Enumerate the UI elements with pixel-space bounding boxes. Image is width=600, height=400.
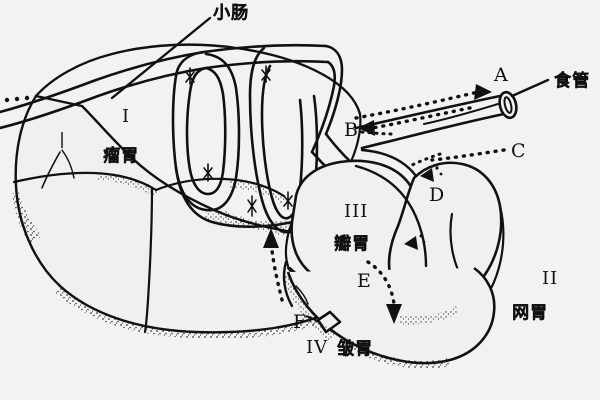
cut-edge-dots <box>4 95 30 103</box>
label-rumen: 瘤胃 <box>103 146 139 166</box>
label-omasum-numeral: III <box>344 201 369 222</box>
marker-e: E <box>357 270 371 292</box>
marker-d: D <box>429 184 445 206</box>
flow-arrow-b <box>358 106 472 136</box>
label-esophagus: 食管 <box>554 71 590 91</box>
small-intestine-leader-line <box>110 16 212 100</box>
flow-arrow-e <box>366 260 402 324</box>
label-abomasum: 皱胃 <box>337 339 373 359</box>
flow-arrow-f <box>263 228 284 302</box>
label-reticulum-numeral: II <box>542 268 559 289</box>
marker-c: C <box>511 140 526 162</box>
label-small-intestine: 小肠 <box>213 3 249 23</box>
rumen-grooves <box>12 132 286 334</box>
flow-arrow-c <box>408 148 506 168</box>
label-rumen-numeral: I <box>122 106 131 127</box>
flow-arrow-d <box>404 166 443 250</box>
label-omasum: 瓣胃 <box>334 234 370 254</box>
label-reticulum: 网胃 <box>512 303 548 323</box>
intestine-tick-marks <box>185 65 293 210</box>
surface-detail-ticks <box>247 195 309 305</box>
abomasum-stipple <box>283 272 459 369</box>
marker-f: F <box>293 311 307 333</box>
flow-arrow-a <box>354 84 492 120</box>
marker-a: A <box>494 64 508 86</box>
label-abomasum-numeral: IV <box>306 337 329 358</box>
marker-b: B <box>344 119 358 141</box>
